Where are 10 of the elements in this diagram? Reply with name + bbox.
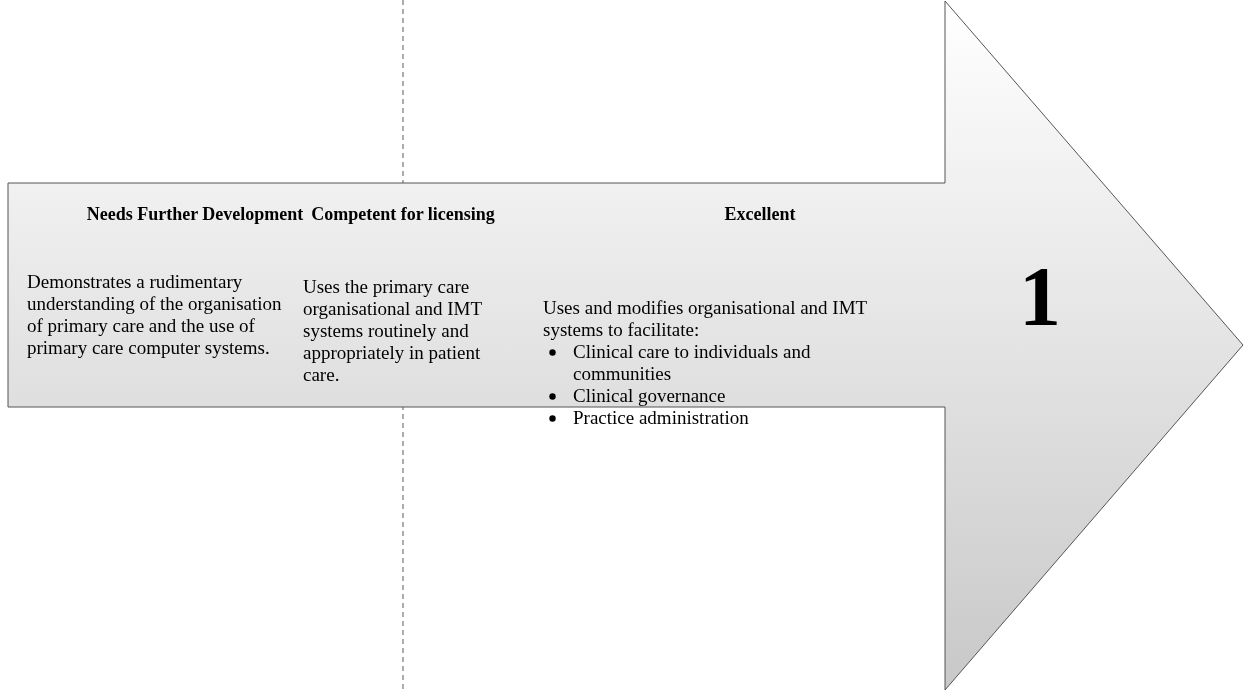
bullet-item: Practice administration (573, 407, 750, 429)
column-heading: Needs Further Development (85, 203, 305, 225)
description-text: Uses and modifies organisational and IMT systems to facilitate: (543, 297, 868, 341)
description-text: Demonstrates a rudimentary understanding of the organisation of primary care and the use of primary care computer systems. (27, 271, 283, 359)
bullet-item: Clinical governance (573, 385, 727, 407)
column-heading: Excellent (723, 203, 797, 225)
level-number: 1 (1018, 252, 1062, 342)
column-heading: Competent for licensing (310, 203, 496, 225)
bullet-item: Clinical care to individuals and communities (573, 341, 812, 385)
description-text: Uses the primary care organisational and IMT systems routinely and appropriately in patient care. (303, 276, 483, 386)
